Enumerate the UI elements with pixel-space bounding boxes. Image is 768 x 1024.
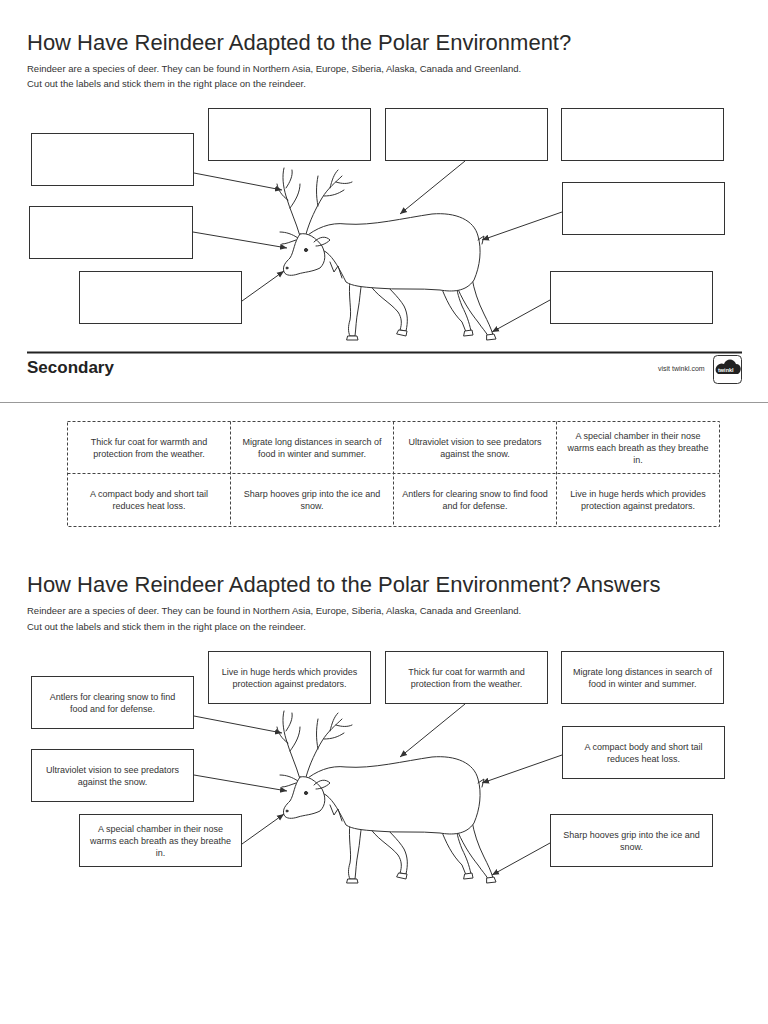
cut-out-label: Live in huge herds which provides protec… [557, 474, 719, 525]
answer-label: A special chamber in their nose warms ea… [79, 814, 242, 867]
cut-out-label: Sharp hooves grip into the ice and snow. [231, 474, 393, 525]
label-text: A special chamber in their nose warms ea… [565, 430, 711, 466]
leader-arrows [193, 161, 562, 332]
label-text: Antlers for clearing snow to find food a… [40, 691, 185, 715]
answer-label: Antlers for clearing snow to find food a… [31, 676, 194, 729]
footer-level: Secondary [27, 358, 114, 378]
label-text: Migrate long distances in search of food… [239, 436, 385, 460]
worksheet-title: How Have Reindeer Adapted to the Polar E… [27, 30, 571, 56]
answer-label: Live in huge herds which provides protec… [208, 651, 371, 704]
label-text: Live in huge herds which provides protec… [217, 666, 362, 690]
label-text: Ultraviolet vision to see predators agai… [40, 764, 185, 788]
answer-label: Migrate long distances in search of food… [561, 651, 724, 704]
label-text: Ultraviolet vision to see predators agai… [402, 436, 548, 460]
answers-title: How Have Reindeer Adapted to the Polar E… [27, 572, 660, 598]
logo-text: twinkl [718, 367, 734, 373]
label-text: Thick fur coat for warmth and protection… [76, 436, 222, 460]
answer-label: A compact body and short tail reduces he… [562, 726, 725, 779]
intro-text: Reindeer are a species of deer. They can… [27, 63, 521, 74]
answer-label: Ultraviolet vision to see predators agai… [31, 749, 194, 802]
cut-out-label: A special chamber in their nose warms ea… [557, 422, 719, 473]
label-text: Sharp hooves grip into the ice and snow. [559, 829, 704, 853]
instruction-text: Cut out the labels and stick them in the… [27, 78, 306, 89]
label-text: A special chamber in their nose warms ea… [88, 823, 233, 859]
logo-frame [714, 356, 742, 384]
empty-label-boxes [30, 109, 725, 324]
cut-out-label: Migrate long distances in search of food… [231, 422, 393, 473]
label-text: A compact body and short tail reduces he… [571, 741, 716, 765]
answer-label: Thick fur coat for warmth and protection… [385, 651, 548, 704]
page-separator [0, 402, 768, 403]
cut-out-label: Ultraviolet vision to see predators agai… [394, 422, 556, 473]
cut-out-label: Thick fur coat for warmth and protection… [68, 422, 230, 473]
intro-text: Reindeer are a species of deer. They can… [27, 605, 521, 616]
footer-link: visit twinkl.com [658, 365, 705, 372]
label-text: A compact body and short tail reduces he… [76, 488, 222, 512]
label-text: Antlers for clearing snow to find food a… [402, 488, 548, 512]
leader-arrows [194, 704, 562, 875]
reindeer-illustration [277, 168, 496, 340]
label-text: Thick fur coat for warmth and protection… [394, 666, 539, 690]
label-text: Sharp hooves grip into the ice and snow. [239, 488, 385, 512]
instruction-text: Cut out the labels and stick them in the… [27, 621, 306, 632]
label-text: Live in huge herds which provides protec… [565, 488, 711, 512]
logo-cloud [716, 360, 741, 375]
footer-rule [27, 352, 742, 354]
cut-out-grid [68, 422, 720, 527]
reindeer-illustration [277, 711, 496, 883]
label-text: Migrate long distances in search of food… [570, 666, 715, 690]
cut-out-label: A compact body and short tail reduces he… [68, 474, 230, 525]
answer-label: Sharp hooves grip into the ice and snow. [550, 814, 713, 867]
cut-out-label: Antlers for clearing snow to find food a… [394, 474, 556, 525]
